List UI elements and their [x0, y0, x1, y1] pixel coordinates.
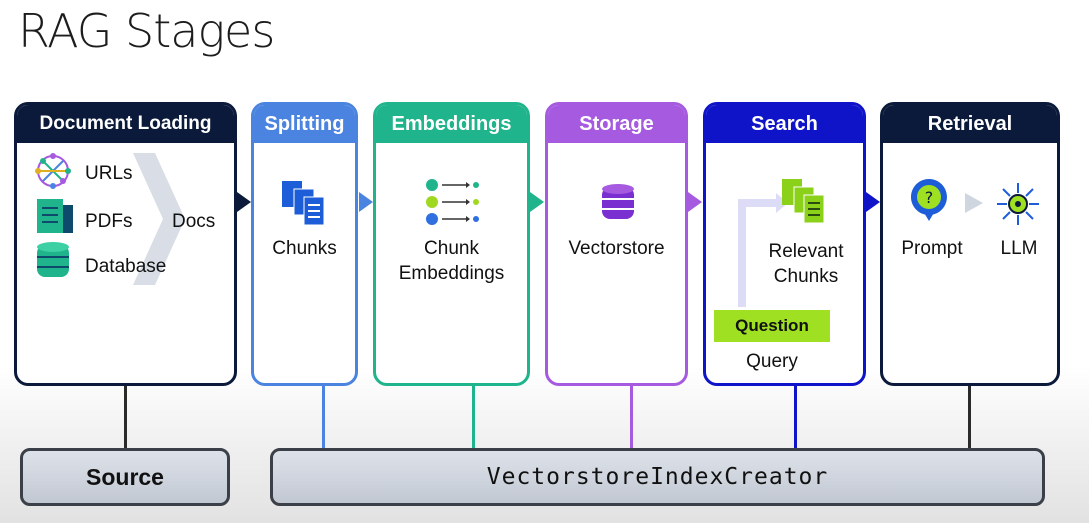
docs-chevron-icon [133, 153, 185, 285]
relevant-chunks-icon [782, 179, 825, 224]
stage-retrieval: Retrieval ? Prompt LLM [880, 102, 1060, 386]
arrow-4 [688, 192, 702, 212]
connector-splitting [322, 384, 325, 450]
chunks-icon [282, 181, 325, 226]
chunk-embeddings-line1: Chunk [424, 238, 479, 259]
stage-splitting: Splitting Chunks [251, 102, 358, 386]
relevant-label-line1: Relevant [768, 241, 844, 262]
docs-label: Docs [172, 211, 216, 232]
connector-storage [630, 384, 633, 450]
prompt-icon-glyph: ? [925, 188, 934, 207]
stage-header-splitting: Splitting [254, 105, 355, 143]
question-badge: Question [714, 310, 830, 342]
arrow-1 [237, 192, 251, 212]
pdfs-label: PDFs [85, 211, 133, 232]
llm-label: LLM [1000, 238, 1038, 259]
database-label: Database [85, 256, 167, 277]
vectorstore-index-creator-box: VectorstoreIndexCreator [270, 448, 1045, 506]
stage-header-storage: Storage [548, 105, 685, 143]
stage-embeddings: Embeddings Chunk Embeddings [373, 102, 530, 386]
connector-embeddings [472, 384, 475, 450]
stage-document-loading: Document Loading URLs PDFs Database Docs [14, 102, 237, 386]
urls-network-icon [35, 153, 71, 189]
stage-header-retrieval: Retrieval [883, 105, 1057, 143]
relevant-label-line2: Chunks [773, 266, 839, 287]
page-title: RAG Stages [18, 4, 275, 58]
vectorstore-database-icon [602, 184, 634, 219]
connector-source [124, 384, 127, 450]
query-label: Query [746, 351, 798, 372]
stage-header-search: Search [706, 105, 863, 143]
pdfs-icon [37, 199, 73, 233]
stage-header-document-loading: Document Loading [17, 105, 234, 143]
connector-retrieval [968, 384, 971, 450]
arrow-5 [866, 192, 880, 212]
prompt-icon: ? [910, 179, 947, 221]
source-box: Source [20, 448, 230, 506]
connector-search [794, 384, 797, 450]
chunks-label: Chunks [272, 238, 337, 259]
arrow-2 [359, 192, 373, 212]
vectorstore-label: Vectorstore [568, 238, 665, 259]
chunk-embeddings-line2: Embeddings [398, 263, 505, 284]
stage-header-embeddings: Embeddings [376, 105, 527, 143]
embeddings-icon [426, 179, 479, 225]
database-icon [37, 242, 69, 277]
arrow-3 [530, 192, 544, 212]
prompt-label: Prompt [901, 238, 963, 259]
llm-icon [997, 183, 1039, 225]
stage-storage: Storage Vectorstore [545, 102, 688, 386]
urls-label: URLs [85, 163, 133, 184]
arrow-right-icon [965, 193, 983, 213]
stage-search: Search Relevant Chunks Question Query [703, 102, 866, 386]
